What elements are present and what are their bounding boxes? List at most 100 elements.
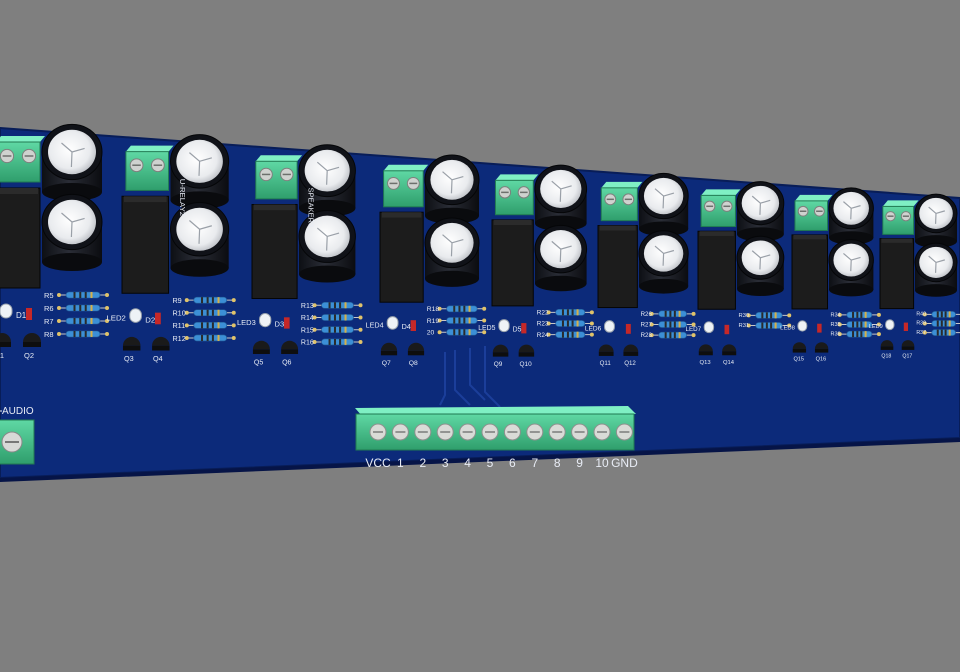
capacitor-base <box>299 199 356 217</box>
resistor-band <box>463 329 466 336</box>
transistor-body <box>698 344 713 352</box>
resistor <box>57 304 109 312</box>
resistor-body <box>65 330 101 338</box>
resistor-band <box>664 332 667 339</box>
capacitor-vent <box>551 180 572 202</box>
resistor-pad <box>358 339 363 344</box>
resistor <box>922 311 960 318</box>
resistor-band <box>948 320 951 327</box>
resistor-label: R40 <box>916 312 926 318</box>
resistor-band <box>333 302 336 309</box>
audio-label: AUDIO <box>2 406 34 417</box>
transistor-flat <box>152 345 170 351</box>
terminal-top <box>383 164 429 171</box>
resistor-band <box>765 312 768 319</box>
resistor-pad <box>184 335 189 340</box>
capacitor-lower <box>736 235 785 296</box>
capacitor-vent <box>316 161 340 185</box>
resistor-label: R31 <box>739 323 750 329</box>
relay-top-edge <box>599 225 636 231</box>
resistor-pad <box>184 298 189 303</box>
resistor-band <box>770 322 773 329</box>
transistor <box>518 344 535 357</box>
terminal-body <box>700 194 736 228</box>
capacitor-vent <box>928 255 945 273</box>
transistor <box>698 344 713 356</box>
resistor-band <box>201 322 204 329</box>
resistor-pad <box>546 332 551 337</box>
capacitor-vent <box>442 171 464 194</box>
resistor-band <box>453 329 456 336</box>
transistor-label: Q4 <box>153 354 163 363</box>
capacitor-base <box>915 235 957 248</box>
resistor-pad <box>105 306 109 310</box>
transistor-flat <box>698 351 713 356</box>
terminal-top <box>794 194 833 201</box>
capacitor-base <box>535 275 587 292</box>
transistor <box>0 333 11 347</box>
resistor-band <box>201 334 204 341</box>
copper-traces <box>439 346 501 408</box>
resistor-pad <box>184 310 189 315</box>
resistor-band <box>73 331 76 337</box>
resistor-band <box>468 317 471 324</box>
transistor-body <box>792 342 807 349</box>
resistor-label: R34 <box>830 312 840 318</box>
resistor-band <box>860 311 863 318</box>
transistor-label: Q14 <box>723 360 735 366</box>
resistor-pad <box>312 327 317 332</box>
transistor <box>252 340 270 354</box>
capacitor-vent <box>61 212 85 238</box>
capacitor-vent <box>654 188 675 209</box>
diode <box>283 317 290 329</box>
resistor-body <box>846 330 873 338</box>
transistor-body <box>380 342 398 351</box>
resistor-body <box>65 304 101 312</box>
resistor-band <box>678 332 681 339</box>
relay-top-edge <box>881 238 913 243</box>
resistor <box>57 330 109 338</box>
resistor-band <box>206 322 209 329</box>
terminal-label-4: 4 <box>464 456 471 470</box>
resistor-pad <box>922 312 927 317</box>
resistor <box>837 321 881 328</box>
resistor-pad <box>922 321 927 326</box>
capacitor-base <box>639 278 689 294</box>
capacitor-vent <box>843 201 861 220</box>
resistor-body <box>65 317 101 325</box>
terminal-body <box>882 205 915 235</box>
resistor <box>184 334 236 342</box>
capacitor-vent <box>442 234 464 257</box>
resistor-band <box>339 302 342 309</box>
resistor-band <box>84 331 87 337</box>
capacitor-upper <box>914 193 958 248</box>
resistor-body <box>321 301 354 309</box>
transistor-flat <box>252 349 270 354</box>
terminal-top <box>701 189 741 196</box>
resistor-band <box>73 305 76 311</box>
transistor-body <box>722 344 737 352</box>
capacitor-base <box>639 221 689 237</box>
resistor-band <box>669 332 672 339</box>
speaker-terminal <box>700 189 741 228</box>
capacitor-base <box>535 215 587 232</box>
terminal-label-10: 10 <box>595 456 609 470</box>
resistor-band <box>561 309 564 316</box>
resistor-band <box>852 321 855 328</box>
resistor-pad <box>312 315 317 320</box>
resistor-label: 20 <box>427 330 435 337</box>
transistor <box>380 342 398 356</box>
diode <box>625 323 631 334</box>
resistor-label: R24 <box>537 332 549 339</box>
resistor-band <box>571 331 574 338</box>
transistor-flat <box>792 348 807 353</box>
resistor-pad <box>746 313 751 318</box>
resistor-pad <box>876 322 881 327</box>
resistor-band <box>73 292 76 298</box>
diode-label: D1 <box>16 311 27 320</box>
resistor-label: R39 <box>916 321 926 327</box>
terminal-body <box>125 151 170 191</box>
resistor-body <box>931 320 956 327</box>
